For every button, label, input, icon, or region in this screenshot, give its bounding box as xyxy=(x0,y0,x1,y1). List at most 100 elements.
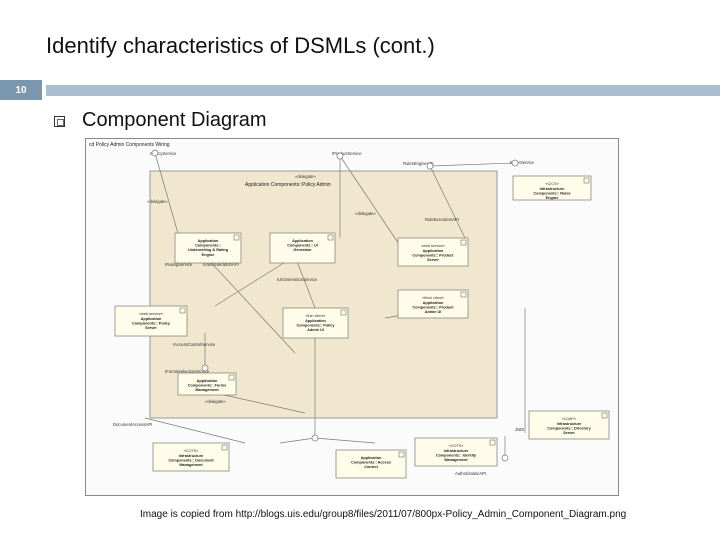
component-icon xyxy=(460,291,467,298)
component-name: Underwriting & Rating xyxy=(188,248,229,252)
title-rule xyxy=(46,85,720,96)
interface-label: IUWGenerationAPI xyxy=(203,262,239,267)
component-name: Application xyxy=(361,456,382,460)
component-icon xyxy=(398,451,405,458)
component-stereotype: «thick client» xyxy=(422,296,444,300)
component-stereotype: «COTS» xyxy=(449,444,464,448)
component-diagram: cd Policy Admin Components Wiring Applic… xyxy=(85,138,619,496)
component-rect xyxy=(414,437,498,467)
component-icon xyxy=(233,234,240,241)
component-rect xyxy=(512,175,592,201)
component-name: Server xyxy=(563,431,575,435)
interface-label: IUserService xyxy=(510,160,535,165)
component-name: Components:: Rules xyxy=(533,192,570,196)
component-icon xyxy=(327,234,334,241)
component-rect xyxy=(114,305,188,337)
component-name: Components:: Document xyxy=(168,459,214,463)
package-label: Application Components::Policy Admin xyxy=(245,182,331,188)
bullet-text: Component Diagram xyxy=(82,109,267,131)
component-rect xyxy=(177,372,237,396)
component-rect xyxy=(269,232,336,264)
component-name: Management xyxy=(179,463,203,467)
component-name: Components:: UI xyxy=(287,244,318,248)
component-stereotype: «COTS» xyxy=(184,449,199,453)
slide-number: 10 xyxy=(0,80,42,100)
component-icon xyxy=(228,374,235,381)
component-icon xyxy=(460,239,467,246)
connector-label: «delegate» xyxy=(295,174,316,179)
component-stereotype: «CICS» xyxy=(545,182,558,186)
interface-label: IUIGenerationService xyxy=(277,277,318,282)
component-name: Infrastructure xyxy=(557,422,582,426)
connector-label: «delegate» xyxy=(355,211,376,216)
component-name: Control xyxy=(364,465,378,469)
component-name: Management xyxy=(444,458,468,462)
component-name: Admin UI xyxy=(307,328,324,332)
component-rect xyxy=(335,449,407,479)
frame-label: cd Policy Admin Components Wiring xyxy=(89,142,170,148)
component-name: Components:: Product xyxy=(412,254,454,258)
component-name: Components:: Product xyxy=(412,306,454,310)
component-name: Application xyxy=(141,317,162,321)
component-stereotype: «LDAP» xyxy=(562,417,576,421)
component-name: Engine xyxy=(202,253,215,257)
component-name: Components:: Forms xyxy=(188,384,226,388)
interface-label: RuleExecutionAPI xyxy=(425,217,459,222)
component-name: Admin UI xyxy=(425,310,442,314)
interface-label: IRatingService xyxy=(165,262,193,267)
component-name: Application xyxy=(423,301,444,305)
component-name: Server xyxy=(427,258,439,262)
component-name: Infrastructure xyxy=(540,187,565,191)
square-bullet-icon xyxy=(54,116,65,127)
interface-label: JNDI xyxy=(515,427,524,432)
interface-label: IPolicyService xyxy=(150,151,177,156)
component-name: Engine xyxy=(546,196,559,200)
interface-label: IFormsSelectionService xyxy=(165,369,210,374)
interface-label: AuthorizationAPI xyxy=(455,471,486,476)
interface-label: IProductService xyxy=(332,151,362,156)
component-name: Application xyxy=(292,239,313,243)
component-name: Application xyxy=(198,239,219,243)
component-rect xyxy=(152,442,230,472)
component-rect xyxy=(397,237,469,267)
component-name: Components:: Policy xyxy=(132,322,171,326)
component-name: Application xyxy=(423,249,444,253)
component-name: Application xyxy=(305,319,326,323)
component-name: Components:: Access xyxy=(351,461,391,465)
interface-label: DocumentAccessAPI xyxy=(113,422,152,427)
interface-label: RulesEngineAPI xyxy=(403,161,434,166)
component-name: Generator xyxy=(293,248,312,252)
component-name: Application xyxy=(197,379,218,383)
interface-label: IAccessControlService xyxy=(173,342,216,347)
component-rect xyxy=(282,307,349,339)
component-stereotype: «thin client» xyxy=(305,314,325,318)
component-icon xyxy=(179,307,186,314)
connector-label: «delegate» xyxy=(205,399,226,404)
component-rect xyxy=(397,289,469,319)
component-name: Components:: Policy xyxy=(297,324,336,328)
component-name: Management xyxy=(195,388,219,392)
component-icon xyxy=(489,439,496,446)
image-source-caption: Image is copied from http://blogs.uis.ed… xyxy=(140,509,627,520)
component-icon xyxy=(340,309,347,316)
connector-label: «delegate» xyxy=(147,199,168,204)
component-stereotype: «web service» xyxy=(139,312,163,316)
component-stereotype: «web service» xyxy=(421,244,445,248)
component-name: Components:: Identity xyxy=(436,454,477,458)
slide-title: Identify characteristics of DSMLs (cont.… xyxy=(46,33,435,58)
component-rect xyxy=(528,410,610,440)
component-name: Server xyxy=(145,326,157,330)
